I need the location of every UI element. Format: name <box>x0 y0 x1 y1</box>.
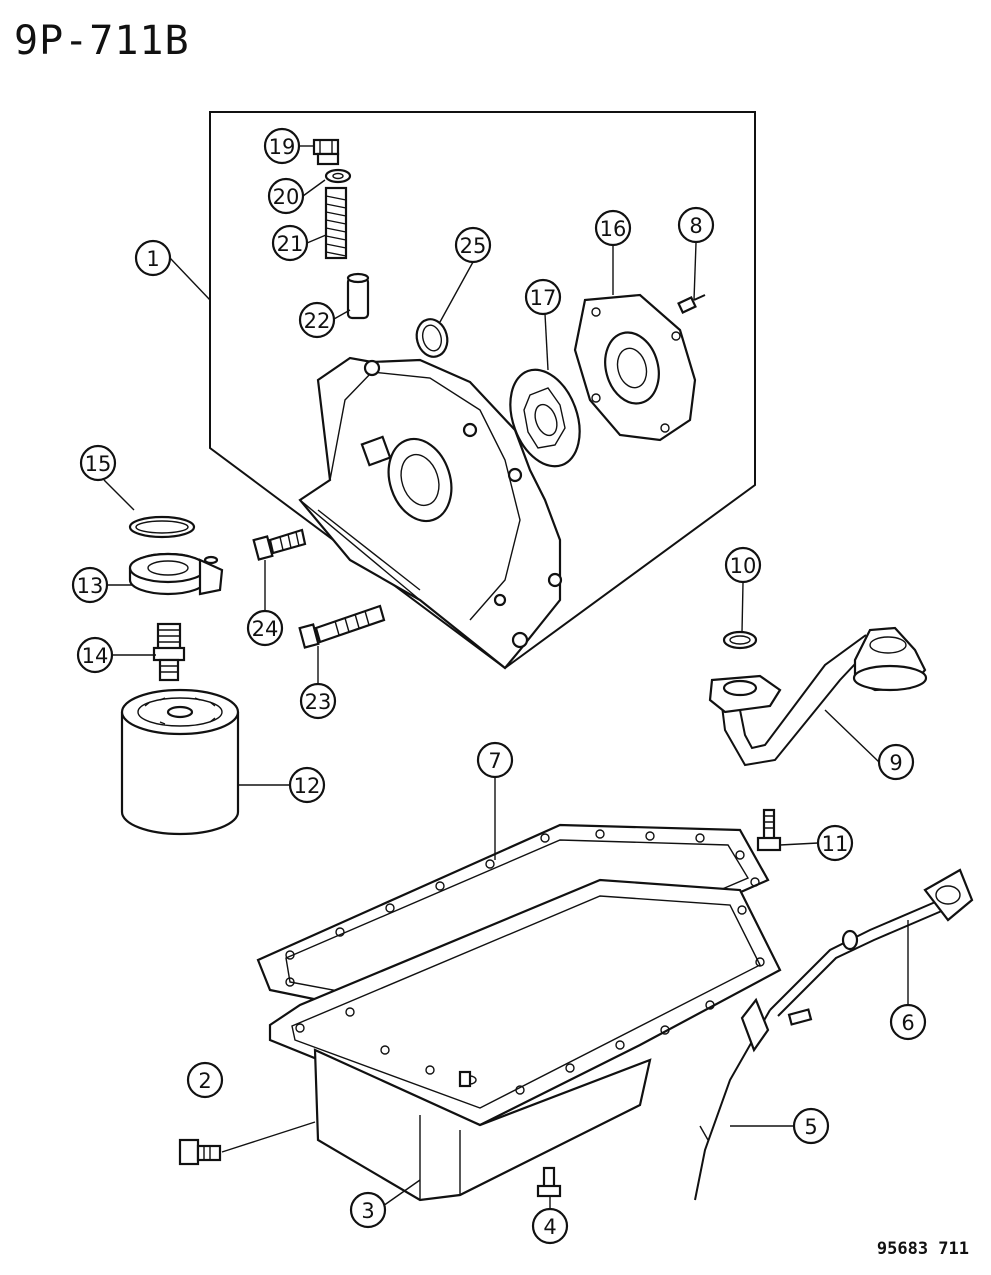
filter-adapter <box>128 552 224 596</box>
callout-6: 6 <box>889 1003 927 1041</box>
pump-cover <box>573 293 697 442</box>
callout-17: 17 <box>524 278 562 316</box>
svg-text:23: 23 <box>305 690 332 714</box>
oil-pickup-tube <box>708 626 928 767</box>
leader-lines <box>103 145 909 1210</box>
callout-25: 25 <box>454 226 492 264</box>
pump-bolt-short <box>252 528 307 561</box>
adapter-o-ring <box>128 515 196 539</box>
callout-5: 5 <box>792 1107 830 1145</box>
oil-filter <box>120 688 240 836</box>
callout-2: 2 <box>186 1061 224 1099</box>
callout-21: 21 <box>271 224 309 262</box>
pump-assembly-outline <box>209 111 756 670</box>
oil-pump-body <box>298 356 563 670</box>
callout-19: 19 <box>263 127 301 165</box>
svg-text:17: 17 <box>530 286 557 310</box>
pan-bolt <box>536 1166 562 1198</box>
plug-washer <box>324 168 352 184</box>
dipstick-tube <box>769 868 974 1017</box>
callout-3: 3 <box>349 1191 387 1229</box>
relief-valve-spring <box>324 186 348 260</box>
svg-text:19: 19 <box>269 135 296 159</box>
svg-text:6: 6 <box>901 1011 914 1035</box>
svg-text:5: 5 <box>804 1115 817 1139</box>
oil-pan <box>268 878 782 1202</box>
filter-connector <box>152 622 186 682</box>
svg-text:21: 21 <box>277 232 304 256</box>
svg-text:22: 22 <box>304 309 331 333</box>
relief-valve-plug <box>312 138 340 166</box>
svg-text:1: 1 <box>146 247 159 271</box>
callout-1: 1 <box>134 239 172 277</box>
pickup-o-ring <box>722 630 758 650</box>
pan-bolt-holes <box>295 905 765 1095</box>
svg-text:11: 11 <box>822 832 849 856</box>
svg-text:10: 10 <box>730 554 757 578</box>
svg-text:25: 25 <box>460 234 487 258</box>
callout-12: 12 <box>288 766 326 804</box>
drain-plug <box>178 1138 222 1166</box>
catalog-number: 95683 711 <box>876 1239 969 1259</box>
callout-14: 14 <box>76 636 114 674</box>
callout-11: 11 <box>816 824 854 862</box>
svg-text:13: 13 <box>77 574 104 598</box>
callout-20: 20 <box>267 177 305 215</box>
pump-bolt-long <box>298 604 386 649</box>
callout-4: 4 <box>531 1207 569 1245</box>
dipstick <box>694 997 813 1201</box>
svg-text:2: 2 <box>198 1069 211 1093</box>
pump-rotor <box>509 368 581 468</box>
svg-text:14: 14 <box>82 644 109 668</box>
svg-text:9: 9 <box>889 751 902 775</box>
diagram-title: 9P-711B <box>14 18 190 64</box>
svg-text:8: 8 <box>689 214 702 238</box>
pickup-bolt <box>756 808 782 852</box>
callout-10: 10 <box>724 546 762 584</box>
svg-text:3: 3 <box>361 1199 374 1223</box>
callout-22: 22 <box>298 301 336 339</box>
callout-15: 15 <box>79 444 117 482</box>
svg-text:12: 12 <box>294 774 321 798</box>
cover-screw <box>677 294 706 314</box>
svg-text:7: 7 <box>488 749 501 773</box>
callout-9: 9 <box>877 743 915 781</box>
callout-16: 16 <box>594 209 632 247</box>
svg-text:4: 4 <box>543 1215 556 1239</box>
callout-23: 23 <box>299 682 337 720</box>
callout-7: 7 <box>476 741 514 779</box>
pump-o-ring <box>415 318 449 358</box>
callout-24: 24 <box>246 609 284 647</box>
callout-8: 8 <box>677 206 715 244</box>
relief-valve <box>346 272 370 320</box>
callout-13: 13 <box>71 566 109 604</box>
svg-text:24: 24 <box>252 617 279 641</box>
svg-text:16: 16 <box>600 217 627 241</box>
svg-text:15: 15 <box>85 452 112 476</box>
svg-text:20: 20 <box>273 185 300 209</box>
